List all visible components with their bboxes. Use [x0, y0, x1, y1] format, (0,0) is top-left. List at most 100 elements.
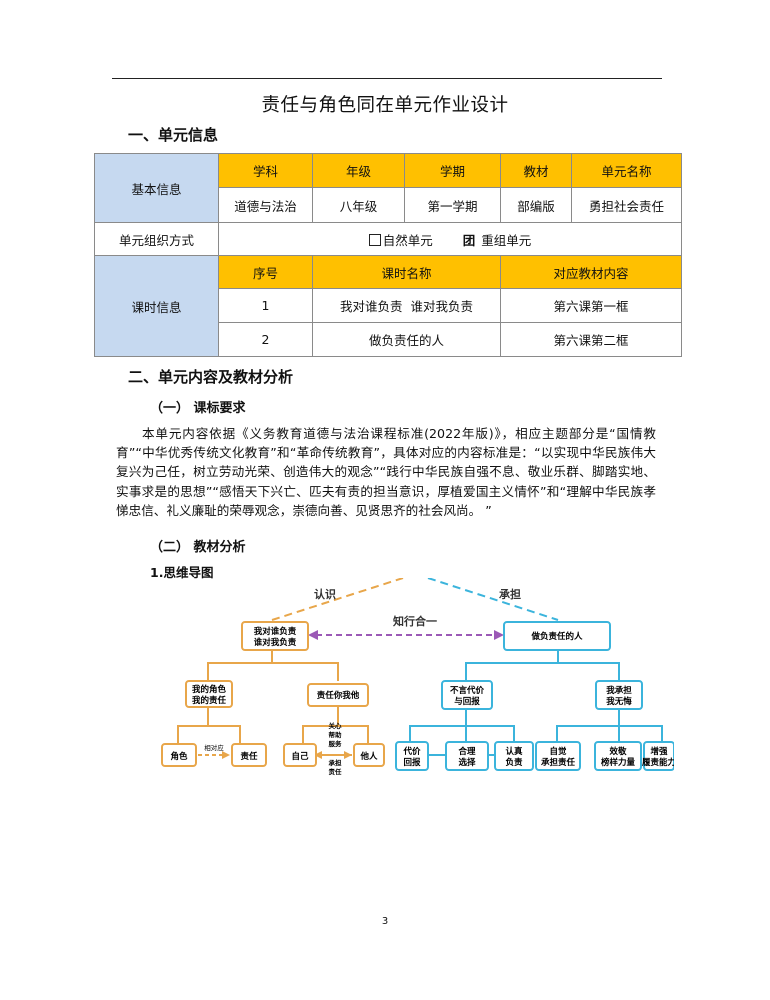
mindmap-text: 效敬 [609, 746, 627, 757]
org-method-label: 单元组织方式 [94, 222, 219, 256]
mindmap-text: 帮助 [329, 730, 343, 739]
mindmap-text: 履责能力 [641, 757, 674, 768]
mindmap-text: 角色 [170, 751, 188, 762]
mindmap-node [441, 680, 493, 710]
lesson-no: 1 [218, 288, 313, 323]
mindmap-node [185, 680, 233, 708]
mindmap-node [395, 741, 429, 771]
mindmap-text: 承担责任 [541, 757, 576, 768]
table-row: 单元组织方式 自然单元 团重组单元 [94, 222, 682, 256]
lesson-no: 2 [218, 322, 313, 357]
header-textbook-content: 对应教材内容 [500, 255, 682, 289]
value-textbook: 部编版 [500, 187, 572, 223]
header-lesson-name: 课时名称 [312, 255, 501, 289]
value-subject: 道德与法治 [218, 187, 313, 223]
mindmap-text: 自觉 [549, 746, 567, 757]
header-rule [112, 78, 662, 79]
lesson-name: 我对谁负责 谁对我负责 [312, 288, 501, 323]
mindmap-text: 相对应 [204, 743, 224, 752]
mindmap-node [494, 741, 534, 771]
mindmap-node [503, 621, 611, 651]
arrow-right-icon [344, 751, 352, 759]
table-row: 道德与法治 八年级 第一学期 部编版 勇担社会责任 [95, 187, 682, 223]
mindmap-label-undertake: 承担 [499, 587, 521, 601]
mindmap-node [353, 743, 385, 767]
unit-info-table: 基本信息 学科 年级 学期 教材 单元名称 道德与法治 八年级 第一学期 部编版… [94, 153, 682, 357]
mindmap-node [161, 743, 197, 767]
mindmap-text: 服务 [329, 739, 343, 748]
mindmap-text: 我无悔 [606, 696, 632, 707]
mindmap-text: 做负责任的人 [530, 631, 583, 642]
arrow-left-icon [314, 751, 322, 759]
mindmap-node [535, 741, 581, 771]
mindmap-text: 他人 [359, 751, 378, 762]
mindmap-text: 谁对我负责 [254, 637, 297, 648]
page-number: 3 [381, 916, 389, 927]
value-unit-name: 勇担社会责任 [571, 187, 682, 223]
org-method-options: 自然单元 团重组单元 [218, 222, 682, 256]
mindmap-label-unity: 知行合一 [392, 614, 437, 628]
subheading-mind-map: 1.思维导图 [150, 565, 214, 580]
mindmap-text: 不言代价 [450, 685, 485, 696]
table-row: 1 我对谁负责 谁对我负责 第六课第一框 [95, 288, 682, 323]
mindmap-text: 关心 [329, 721, 343, 730]
lesson-content: 第六课第二框 [500, 322, 682, 357]
basic-info-label: 基本信息 [94, 153, 219, 223]
value-term: 第一学期 [404, 187, 501, 223]
mindmap-node [231, 743, 267, 767]
mindmap-text: 合理 [457, 746, 476, 757]
table-row: 基本信息 学科 年级 学期 教材 单元名称 [94, 153, 682, 223]
document-title: 责任与角色同在单元作业设计 [261, 95, 509, 116]
mindmap-text: 榜样力量 [601, 757, 636, 768]
lesson-name: 做负责任的人 [312, 322, 501, 357]
mindmap-text: 代价 [402, 746, 421, 757]
mindmap-label-recognize: 认识 [314, 587, 336, 601]
section-heading-content-analysis: 二、单元内容及教材分析 [128, 368, 294, 386]
mindmap-text: 增强 [650, 746, 668, 757]
mindmap-text: 责任 [329, 767, 343, 776]
mind-map: 认识 承担 知行合一 我对谁负责 谁对我负责 做负责任的人 我的角色 我的责任 … [161, 578, 674, 776]
mindmap-text: 承担 [329, 758, 343, 767]
option-natural-unit: 自然单元 [382, 232, 433, 248]
mindmap-text: 选择 [458, 757, 476, 768]
mindmap-node [594, 741, 642, 771]
header-textbook: 教材 [500, 153, 572, 188]
option-reorganized-unit: 重组单元 [481, 232, 532, 248]
mindmap-node [283, 743, 317, 767]
mindmap-text: 与回报 [454, 696, 480, 707]
mindmap-node [595, 680, 643, 710]
lesson-info-label: 课时信息 [94, 255, 219, 357]
mindmap-text: 自己 [291, 751, 309, 762]
mindmap-node [241, 621, 309, 651]
header-unit-name: 单元名称 [571, 153, 682, 188]
mindmap-node [643, 741, 674, 771]
mindmap-text: 认真 [505, 746, 523, 757]
arrow-right-icon [494, 630, 504, 640]
subheading-textbook-analysis: （二） 教材分析 [150, 540, 246, 555]
mindmap-text: 我的责任 [192, 695, 227, 706]
value-grade: 八年级 [312, 187, 405, 223]
checkbox-unchecked-icon [368, 233, 381, 246]
lesson-content: 第六课第一框 [500, 288, 682, 323]
mindmap-text: 责任 [240, 751, 258, 762]
mindmap-node [445, 741, 489, 771]
header-seq: 序号 [218, 255, 313, 289]
subheading-curriculum: （一） 课标要求 [150, 401, 246, 416]
header-term: 学期 [404, 153, 501, 188]
header-grade: 年级 [312, 153, 405, 188]
arrow-right-icon [222, 751, 230, 759]
section-heading-unit-info: 一、单元信息 [128, 126, 219, 144]
arrow-left-icon [308, 630, 318, 640]
mindmap-text: 我的角色 [192, 684, 227, 695]
mindmap-text: 回报 [403, 757, 421, 768]
mindmap-text: 我对谁负责 [254, 626, 297, 637]
checkbox-checked-icon: 团 [462, 232, 476, 248]
table-row: 课时信息 序号 课时名称 对应教材内容 [94, 255, 682, 357]
mindmap-node [307, 683, 369, 707]
mindmap-text: 责任你我他 [317, 690, 360, 701]
header-subject: 学科 [218, 153, 313, 188]
table-row: 2 做负责任的人 第六课第二框 [95, 322, 682, 357]
mindmap-text: 负责 [505, 757, 523, 768]
curriculum-paragraph: 本单元内容依据《义务教育道德与法治课程标准(2022年版)》，相应主题部分是“国… [116, 426, 656, 518]
mindmap-text: 我承担 [606, 685, 632, 696]
